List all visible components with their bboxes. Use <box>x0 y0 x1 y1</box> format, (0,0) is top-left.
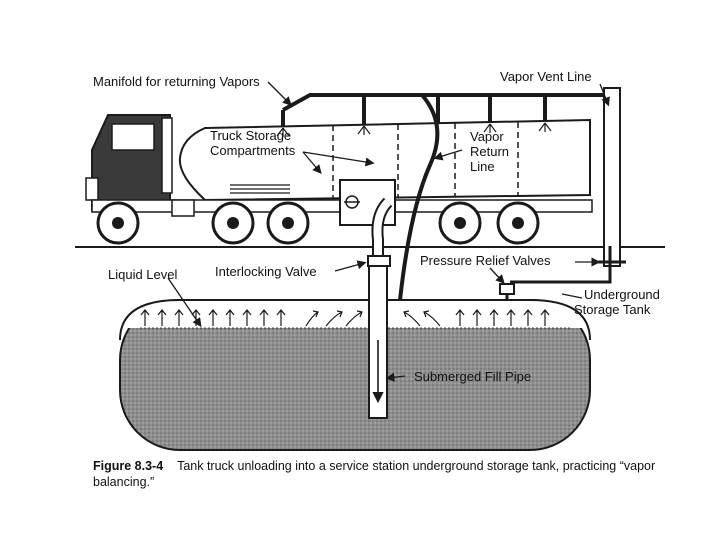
label-submerged-fill-pipe: Submerged Fill Pipe <box>414 369 532 384</box>
label-manifold: Manifold for returning Vapors <box>93 74 260 89</box>
caption-text-line2: balancing.” <box>93 475 155 489</box>
caption-text-line1: Tank truck unloading into a service stat… <box>177 459 656 473</box>
label-pressure-relief-valves: Pressure Relief Valves <box>420 253 551 268</box>
leader-lines <box>167 81 610 382</box>
label-vapor-vent-line: Vapor Vent Line <box>500 69 592 84</box>
label-truck-storage-line2: Compartments <box>210 143 296 158</box>
tank-vapor-arrows <box>140 309 550 327</box>
label-vapor-return-line1: Vapor <box>470 129 504 144</box>
vapor-return-line <box>398 93 440 301</box>
compartment-vapor-arrows <box>276 122 552 137</box>
wheels <box>96 201 540 245</box>
label-underground-line2: Storage Tank <box>574 302 651 317</box>
figure-caption: Figure 8.3-4 Tank truck unloading into a… <box>93 458 693 490</box>
submerged-fill-pipe <box>368 265 388 419</box>
label-truck-storage-line1: Truck Storage <box>210 128 292 143</box>
vapor-manifold <box>281 93 612 126</box>
truck-cab <box>85 114 173 211</box>
interlocking-valve <box>367 255 391 267</box>
label-interlocking-valve: Interlocking Valve <box>215 264 317 279</box>
caption-figure-number: Figure 8.3-4 <box>93 459 164 473</box>
vapor-vent-pipe <box>510 87 626 284</box>
label-underground-line1: Underground <box>584 287 660 302</box>
label-vapor-return-line2: Return <box>470 144 510 159</box>
label-vapor-return-line3: Line <box>470 159 495 174</box>
label-liquid-level: Liquid Level <box>108 267 178 282</box>
